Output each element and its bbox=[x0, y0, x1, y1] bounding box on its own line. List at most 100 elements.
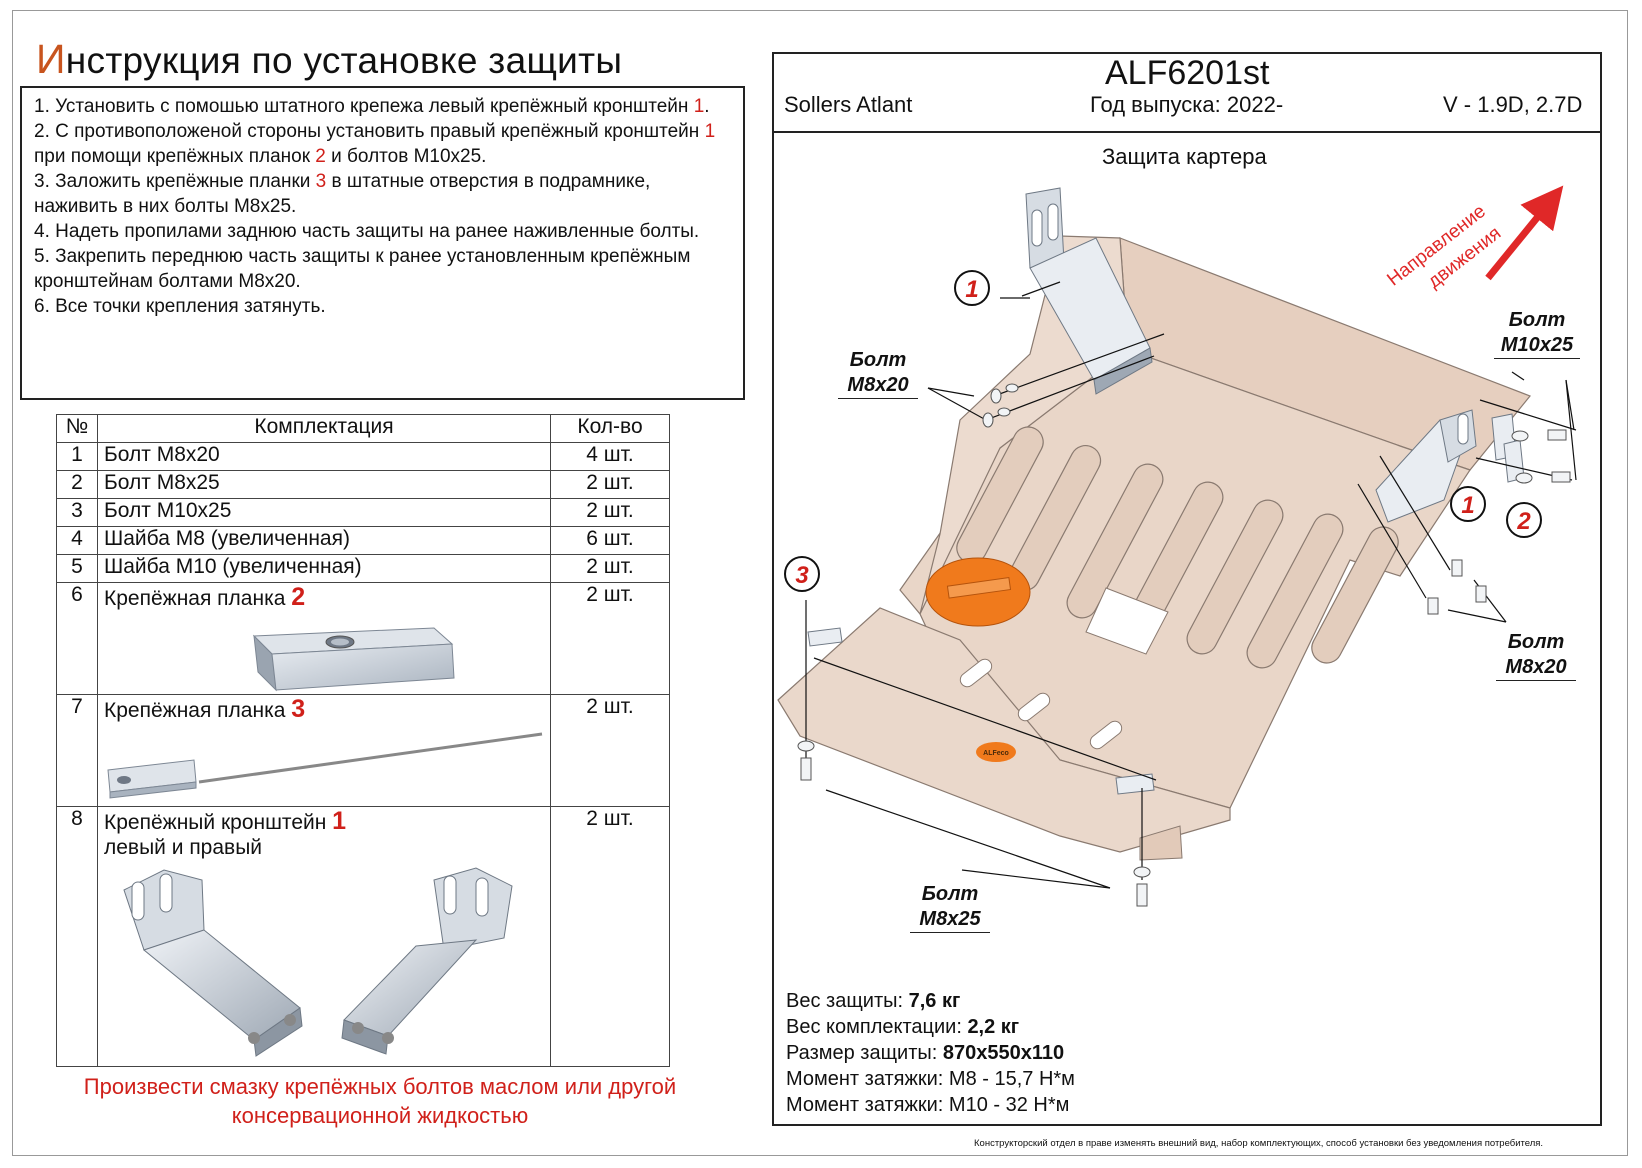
table-row: 5 Шайба M10 (увеличенная) 2 шт. bbox=[56, 554, 670, 583]
spec-line: Момент затяжки: M8 - 15,7 Н*м bbox=[786, 1066, 1075, 1092]
part-marker: 2 bbox=[291, 583, 306, 611]
spec-value: 870x550x110 bbox=[942, 1042, 1065, 1064]
bracket-1-right bbox=[1375, 409, 1525, 523]
header-divider bbox=[772, 131, 1602, 133]
spec-label: Вес защиты: bbox=[786, 990, 909, 1012]
part-name-line2: левый и правый bbox=[104, 836, 263, 859]
bracket-1-left bbox=[1025, 187, 1153, 395]
step-part-ref: 2 bbox=[315, 146, 326, 167]
step-number: 5. bbox=[34, 246, 56, 267]
step-number: 6. bbox=[34, 296, 56, 317]
page-title: Инструкция по установке защиты bbox=[36, 36, 622, 83]
marker-1-top: 1 bbox=[954, 270, 990, 306]
step-text: Закрепить переднюю часть защиты к ранее … bbox=[34, 246, 691, 292]
direction-arrow-icon bbox=[1485, 185, 1564, 281]
product-code: ALF6201st bbox=[1105, 54, 1270, 92]
mounting-plate-2-image bbox=[252, 627, 455, 692]
table-row: 7 Крепёжная планка 3 2 шт. bbox=[56, 694, 670, 807]
part-name: Крепёжная планка bbox=[104, 699, 292, 722]
mounting-plate-3 bbox=[807, 627, 843, 647]
col-header-qty: Кол-во bbox=[550, 414, 670, 443]
page-frame bbox=[12, 10, 1628, 1156]
title-rest: нструкция по установке защиты bbox=[65, 40, 623, 81]
instruction-step: 5. Закрепить переднюю часть защиты к ран… bbox=[34, 244, 733, 294]
title-first-letter: И bbox=[36, 36, 66, 82]
instruction-steps: 1. Установить с помошью штатного крепежа… bbox=[20, 86, 745, 400]
drain-cover-icon bbox=[925, 557, 1031, 627]
spec-line: Размер защиты: 870x550x110 bbox=[786, 1040, 1075, 1066]
disclaimer: Конструкторский отдел в праве изменять в… bbox=[974, 1138, 1544, 1149]
step-number: 1. bbox=[34, 96, 56, 117]
brackets-image bbox=[123, 867, 513, 1057]
step-text: Надеть пропилами заднюю часть защиты на … bbox=[55, 221, 700, 242]
spec-label: Момент затяжки: bbox=[786, 1094, 949, 1116]
col-header-num: № bbox=[56, 414, 98, 443]
marker-1-right: 1 bbox=[1450, 486, 1486, 522]
step-number: 2. bbox=[34, 121, 56, 142]
step-part-ref: 1 bbox=[704, 121, 716, 142]
parts-table: № Комплектация Кол-во 1 Болт M8x20 4 шт.… bbox=[56, 414, 670, 1067]
step-text: Заложить крепёжные планки bbox=[55, 171, 316, 192]
brand-logo bbox=[976, 742, 1016, 762]
step-part-ref: 1 bbox=[693, 96, 705, 117]
step-text: . bbox=[704, 96, 710, 117]
step-text: при помощи крепёжных планок bbox=[34, 146, 316, 167]
part-marker: 1 bbox=[332, 807, 347, 835]
assembly-drawing: Направление движения bbox=[777, 185, 1577, 907]
drawing-frame bbox=[772, 52, 1602, 1126]
instruction-step: 3. Заложить крепёжные планки 3 в штатные… bbox=[34, 169, 733, 219]
step-part-ref: 3 bbox=[315, 171, 327, 192]
table-row: 2 Болт M8x25 2 шт. bbox=[56, 470, 670, 499]
table-row: 6 Крепёжная планка 2 2 шт. bbox=[56, 582, 670, 695]
part-name: Крепёжная планка bbox=[104, 587, 292, 610]
step-text: в штатные отверстия в подрамнике, наживи… bbox=[34, 171, 651, 217]
right-bracket bbox=[341, 867, 513, 1055]
instruction-step: 6. Все точки крепления затянуть. bbox=[34, 294, 733, 319]
production-year: Год выпуска: 2022- bbox=[1090, 92, 1284, 117]
spec-line: Момент затяжки: M10 - 32 Н*м bbox=[786, 1092, 1075, 1118]
col-header-name: Комплектация bbox=[97, 414, 551, 443]
table-row: 4 Шайба M8 (увеличенная) 6 шт. bbox=[56, 526, 670, 555]
marker-2: 2 bbox=[1506, 502, 1542, 538]
spec-label: Размер защиты: bbox=[786, 1042, 943, 1064]
spec-line: Вес защиты: 7,6 кг bbox=[786, 988, 1075, 1014]
spec-value: 2,2 кг bbox=[967, 1016, 1020, 1038]
part-marker: 3 bbox=[291, 695, 306, 723]
instruction-step: 4. Надеть пропилами заднюю часть защиты … bbox=[34, 219, 733, 244]
engine-spec: V - 1.9D, 2.7D bbox=[1443, 92, 1583, 117]
marker-3: 3 bbox=[784, 556, 820, 592]
spec-label: Вес комплектации: bbox=[786, 1016, 968, 1038]
mounting-plate-3-image bbox=[107, 732, 543, 799]
table-row: 1 Болт M8x20 4 шт. bbox=[56, 442, 670, 471]
svg-text:2: 2 bbox=[1516, 508, 1531, 535]
svg-text:1: 1 bbox=[965, 276, 978, 303]
vehicle-model: Sollers Atlant bbox=[784, 92, 913, 117]
drawing-subtitle: Защита картера bbox=[1102, 144, 1267, 169]
lubrication-note: Произвести смазку крепёжных болтов масло… bbox=[83, 1074, 677, 1128]
spec-line: Вес комплектации: 2,2 кг bbox=[786, 1014, 1075, 1040]
left-bracket bbox=[123, 869, 303, 1057]
step-text: С противоположеной стороны установить пр… bbox=[55, 121, 705, 142]
table-row: 8 Крепёжный кронштейн 1 левый и правый bbox=[56, 806, 670, 1067]
spec-value: M8 - 15,7 Н*м bbox=[948, 1068, 1075, 1090]
svg-text:ALFeco: ALFeco bbox=[983, 750, 1009, 757]
instruction-step: 2. С противоположеной стороны установить… bbox=[34, 119, 733, 169]
step-text: Все точки крепления затянуть. bbox=[55, 296, 326, 317]
step-number: 4. bbox=[34, 221, 56, 242]
step-text: Установить с помошью штатного крепежа ле… bbox=[55, 96, 694, 117]
skid-plate: ALFeco bbox=[777, 235, 1531, 861]
step-number: 3. bbox=[34, 171, 56, 192]
svg-text:3: 3 bbox=[795, 562, 809, 589]
direction-indicator: Направление движения bbox=[1383, 185, 1564, 293]
spec-label: Момент затяжки: bbox=[786, 1068, 949, 1090]
part-name: Крепёжный кронштейн bbox=[104, 811, 333, 834]
instruction-step: 1. Установить с помошью штатного крепежа… bbox=[34, 94, 733, 119]
spec-value: 7,6 кг bbox=[908, 990, 961, 1012]
step-text: и болтов M10x25. bbox=[325, 146, 487, 167]
svg-text:1: 1 bbox=[1461, 492, 1474, 519]
